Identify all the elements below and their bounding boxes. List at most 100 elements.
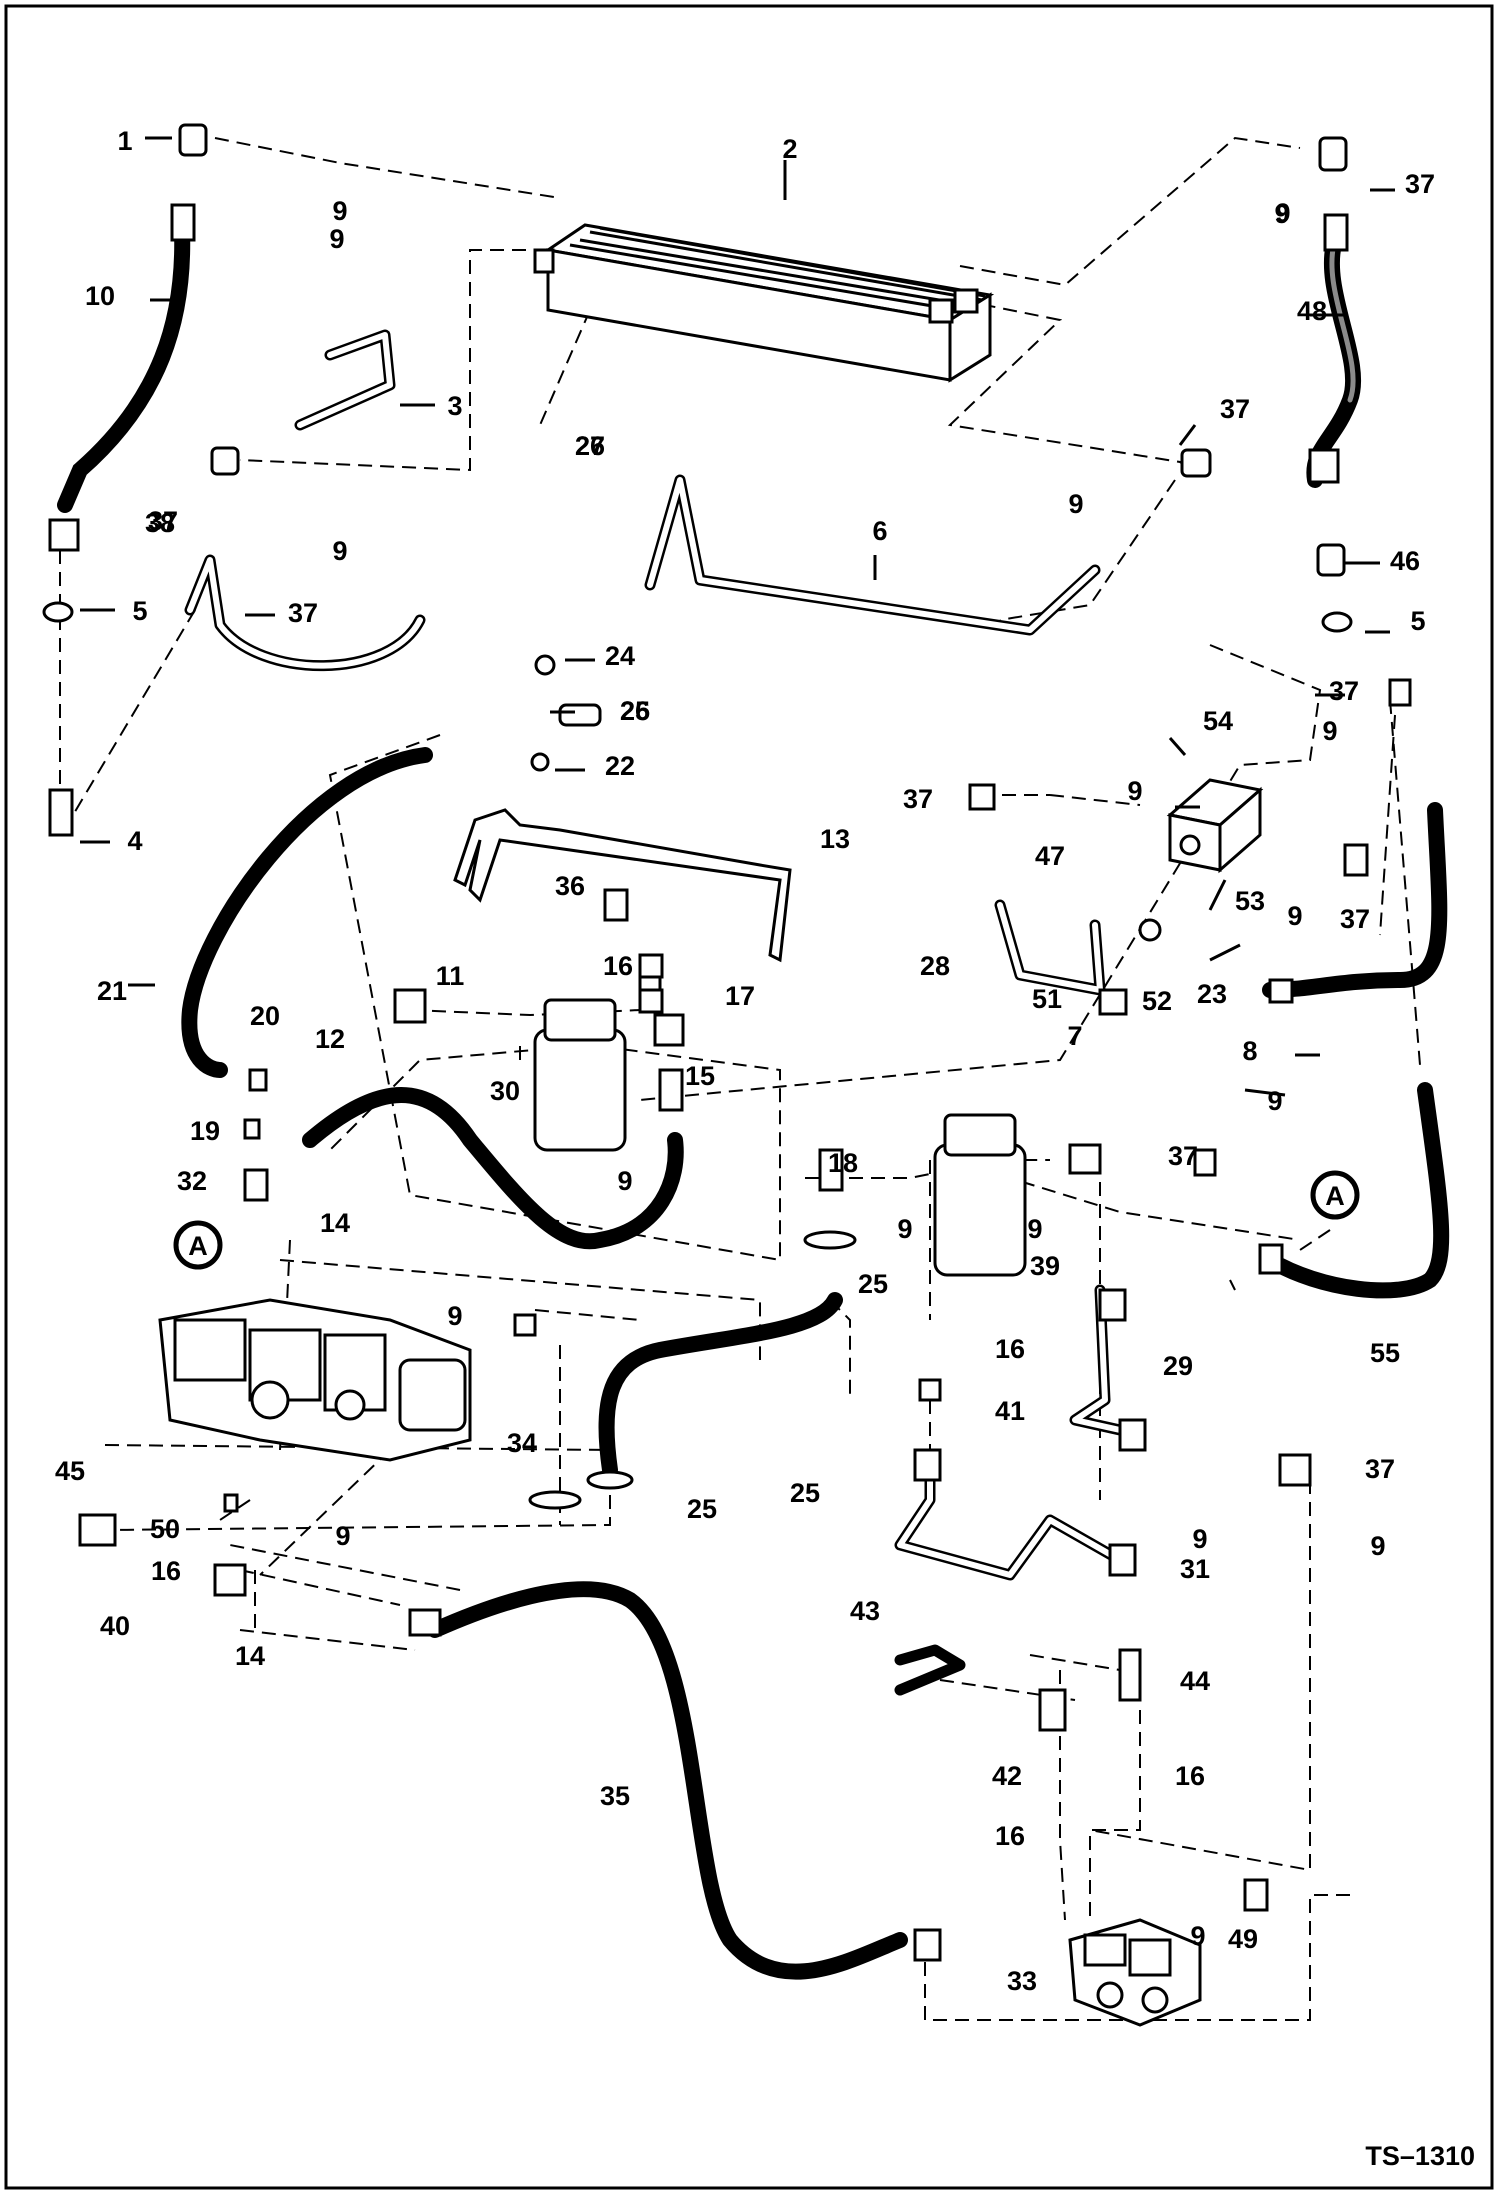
callout-label: 37 — [1329, 676, 1359, 706]
callout-label: 9 — [1370, 1531, 1385, 1561]
callout-label: 3 — [447, 391, 462, 421]
callout-label: 16 — [603, 951, 633, 981]
callout-label: 9 — [897, 1214, 912, 1244]
callout-label: 45 — [55, 1456, 85, 1486]
leader-lines — [80, 136, 1395, 1097]
callout-label: 9 — [1127, 776, 1142, 806]
callout-label: 9 — [332, 196, 347, 226]
callout-label: 16 — [1175, 1761, 1205, 1791]
callout-label: 14 — [320, 1208, 350, 1238]
callout-label: 31 — [1180, 1554, 1210, 1584]
callout-label: 18 — [828, 1148, 858, 1178]
callout-label: 9 — [617, 1166, 632, 1196]
callout-label: 11 — [436, 961, 465, 991]
callout-label: 41 — [995, 1396, 1025, 1426]
callout-label: 53 — [1235, 886, 1265, 916]
callout-label: 37 — [1168, 1141, 1198, 1171]
callout-label: 1 — [117, 126, 132, 156]
assembly-lines — [59, 136, 1421, 2021]
callout-label: 2 — [782, 134, 797, 164]
detail-marker-a-left: A — [173, 1220, 223, 1270]
callout-label: 9 — [1275, 198, 1290, 228]
callout-label: 24 — [605, 641, 635, 671]
callout-label: 16 — [151, 1556, 181, 1586]
callout-label: 30 — [490, 1076, 520, 1106]
callout-label: 25 — [790, 1478, 820, 1508]
callout-label: 37 — [1405, 169, 1435, 199]
svg-text:A: A — [1325, 1181, 1345, 1211]
control-valve — [1068, 1918, 1202, 2027]
callout-label: 4 — [127, 826, 142, 856]
callout-label: 43 — [850, 1596, 880, 1626]
callout-label: 26 — [575, 431, 605, 461]
callout-label: 9 — [1287, 901, 1302, 931]
callout-label: 28 — [920, 951, 950, 981]
callout-label: 9 — [332, 536, 347, 566]
callout-label: 25 — [620, 696, 650, 726]
callout-label: 55 — [1370, 1338, 1400, 1368]
callout-label: 54 — [1203, 706, 1233, 736]
callout-label: 9 — [329, 224, 344, 254]
svg-text:A: A — [188, 1231, 208, 1261]
callout-label: 37 — [1365, 1454, 1395, 1484]
callout-label: 9 — [1190, 1921, 1205, 1951]
callout-label: 14 — [235, 1641, 265, 1671]
callout-label: 42 — [992, 1761, 1022, 1791]
callout-label: 7 — [1067, 1021, 1082, 1051]
callout-label: 13 — [820, 824, 850, 854]
callout-label: 51 — [1032, 984, 1062, 1014]
callout-label: 37 — [288, 598, 318, 628]
tubes — [184, 329, 1126, 1696]
callout-label: 33 — [1007, 1966, 1037, 1996]
callout-label: 37 — [1340, 904, 1370, 934]
callout-label: 50 — [150, 1514, 180, 1544]
callout-label: 21 — [97, 976, 127, 1006]
callout-label: 9 — [1192, 1524, 1207, 1554]
callout-label: 19 — [190, 1116, 220, 1146]
frame-border — [4, 4, 1494, 2190]
callout-label: 23 — [1197, 979, 1227, 1009]
callout-label: 5 — [132, 596, 147, 626]
callout-label: 25 — [687, 1494, 717, 1524]
mounting-bracket — [453, 808, 792, 963]
callout-label: 40 — [100, 1611, 130, 1641]
callout-label: 37 — [903, 784, 933, 814]
fittings — [42, 123, 1412, 1962]
callout-label: 9 — [1274, 199, 1289, 229]
hydraulic-pump — [158, 1298, 472, 1462]
hoses — [57, 222, 1450, 1980]
callout-label: 10 — [85, 281, 115, 311]
callout-label: 9 — [447, 1301, 462, 1331]
callout-label: 34 — [507, 1428, 537, 1458]
callout-label: 48 — [1297, 296, 1327, 326]
callout-label: 39 — [1030, 1251, 1060, 1281]
drawing-id: TS–1310 — [1365, 2141, 1475, 2171]
callout-label: 32 — [177, 1166, 207, 1196]
callout-label: 26 — [620, 696, 650, 726]
callout-label: 46 — [1390, 546, 1420, 576]
callout-label: 9 — [1068, 489, 1083, 519]
callout-label: 9 — [1322, 716, 1337, 746]
callout-label: 6 — [872, 516, 887, 546]
filters — [533, 998, 1027, 1277]
callout-label: 37 — [148, 506, 178, 536]
valve-block — [1166, 778, 1264, 874]
callout-label: 22 — [605, 751, 635, 781]
callout-label: 52 — [1142, 986, 1172, 1016]
oil-cooler — [533, 223, 995, 383]
callout-label: 16 — [995, 1334, 1025, 1364]
callout-label: 37 — [1220, 394, 1250, 424]
callout-label: 9 — [1027, 1214, 1042, 1244]
callout-label: 17 — [725, 981, 755, 1011]
callout-label: 25 — [858, 1269, 888, 1299]
callout-label: 20 — [250, 1001, 280, 1031]
callout-label: 5 — [1410, 606, 1425, 636]
callout-label: 49 — [1228, 1924, 1258, 1954]
callout-label: 36 — [555, 871, 585, 901]
callout-label: 27 — [575, 431, 605, 461]
callout-label: 29 — [1163, 1351, 1193, 1381]
callout-label: 15 — [685, 1061, 715, 1091]
callout-label: 9 — [335, 1521, 350, 1551]
callout-label: 16 — [995, 1821, 1025, 1851]
